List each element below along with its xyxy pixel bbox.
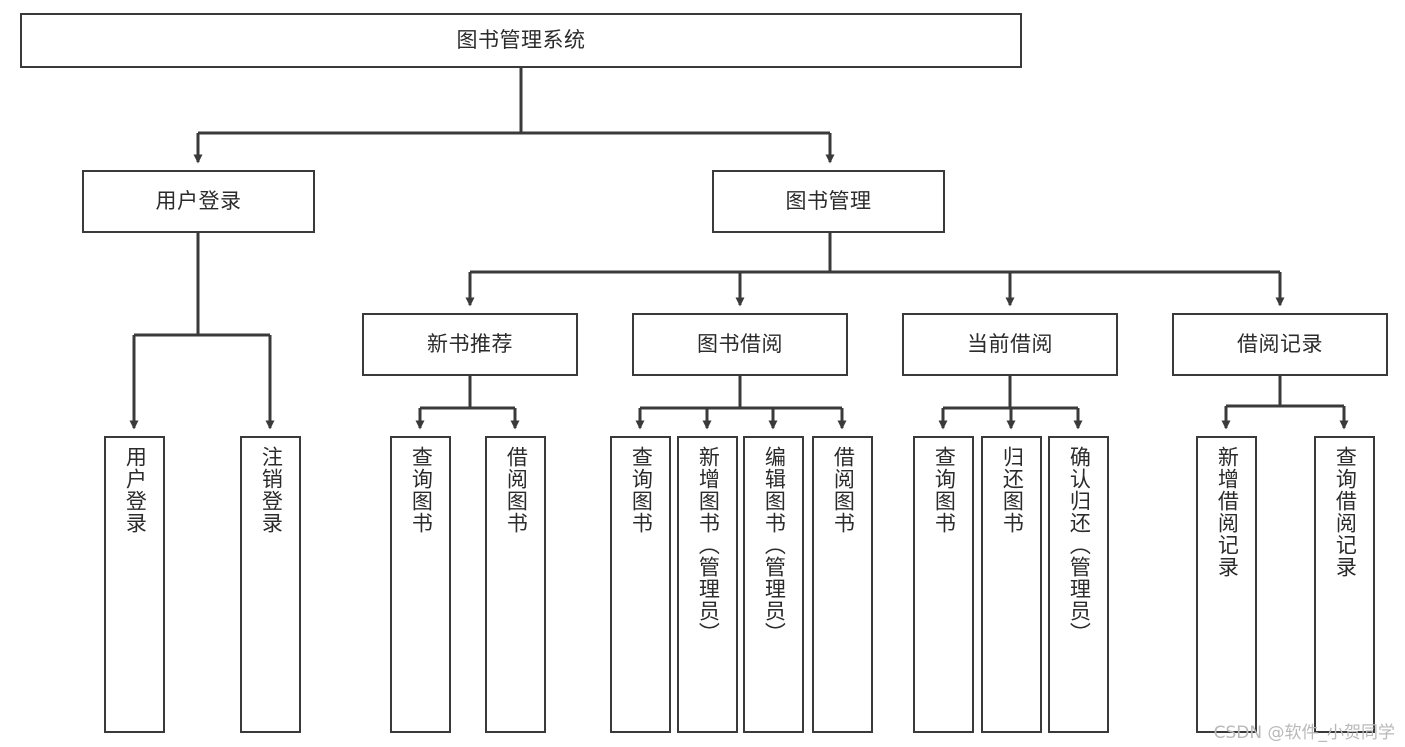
node-book-borrow[interactable]: 图书借阅 <box>632 313 848 376</box>
node-root-label: 图书管理系统 <box>456 27 586 52</box>
leaf-recommend-query-book-label: 查询图书 <box>409 446 434 534</box>
node-current-borrow[interactable]: 当前借阅 <box>902 313 1118 376</box>
leaf-borrow-edit-book-admin[interactable]: 编辑图书（管理员） <box>743 436 804 733</box>
node-user-login-label: 用户登录 <box>155 188 242 213</box>
node-book-management[interactable]: 图书管理 <box>712 170 945 233</box>
node-book-management-label: 图书管理 <box>785 188 872 213</box>
leaf-current-confirm-return-admin-label: 确认归还（管理员） <box>1067 446 1092 644</box>
leaf-user-login-login[interactable]: 用户登录 <box>104 436 165 733</box>
leaf-borrow-edit-book-admin-label: 编辑图书（管理员） <box>762 446 787 644</box>
leaf-current-return-book-label: 归还图书 <box>1000 446 1025 534</box>
csdn-watermark: CSDN @软件_小贺同学 <box>1213 723 1395 743</box>
leaf-borrow-borrow-book-label: 借阅图书 <box>831 446 856 534</box>
leaf-recommend-query-book[interactable]: 查询图书 <box>390 436 451 733</box>
leaf-current-return-book[interactable]: 归还图书 <box>981 436 1042 733</box>
leaf-recommend-borrow-book[interactable]: 借阅图书 <box>485 436 546 733</box>
leaf-record-add-record[interactable]: 新增借阅记录 <box>1196 436 1257 733</box>
node-borrow-record[interactable]: 借阅记录 <box>1172 313 1388 376</box>
node-new-book-recommend-label: 新书推荐 <box>427 331 513 356</box>
leaf-current-query-book-label: 查询图书 <box>932 446 957 534</box>
leaf-borrow-query-book-label: 查询图书 <box>629 446 654 534</box>
leaf-borrow-add-book-admin[interactable]: 新增图书（管理员） <box>677 436 738 733</box>
node-new-book-recommend[interactable]: 新书推荐 <box>362 313 578 376</box>
leaf-record-query-record-label: 查询借阅记录 <box>1333 446 1358 578</box>
node-book-borrow-label: 图书借阅 <box>697 331 783 356</box>
leaf-user-login-logout-label: 注销登录 <box>259 446 284 534</box>
leaf-borrow-add-book-admin-label: 新增图书（管理员） <box>696 446 721 644</box>
node-current-borrow-label: 当前借阅 <box>967 331 1053 356</box>
leaf-borrow-borrow-book[interactable]: 借阅图书 <box>812 436 873 733</box>
leaf-recommend-borrow-book-label: 借阅图书 <box>504 446 529 534</box>
leaf-user-login-login-label: 用户登录 <box>123 446 148 534</box>
node-borrow-record-label: 借阅记录 <box>1237 331 1323 356</box>
leaf-current-confirm-return-admin[interactable]: 确认归还（管理员） <box>1048 436 1109 733</box>
leaf-borrow-query-book[interactable]: 查询图书 <box>610 436 671 733</box>
node-user-login[interactable]: 用户登录 <box>82 170 315 233</box>
leaf-current-query-book[interactable]: 查询图书 <box>913 436 974 733</box>
node-root-book-management-system[interactable]: 图书管理系统 <box>20 13 1022 68</box>
leaf-record-query-record[interactable]: 查询借阅记录 <box>1314 436 1375 733</box>
leaf-record-add-record-label: 新增借阅记录 <box>1215 446 1240 578</box>
leaf-user-login-logout[interactable]: 注销登录 <box>240 436 301 733</box>
